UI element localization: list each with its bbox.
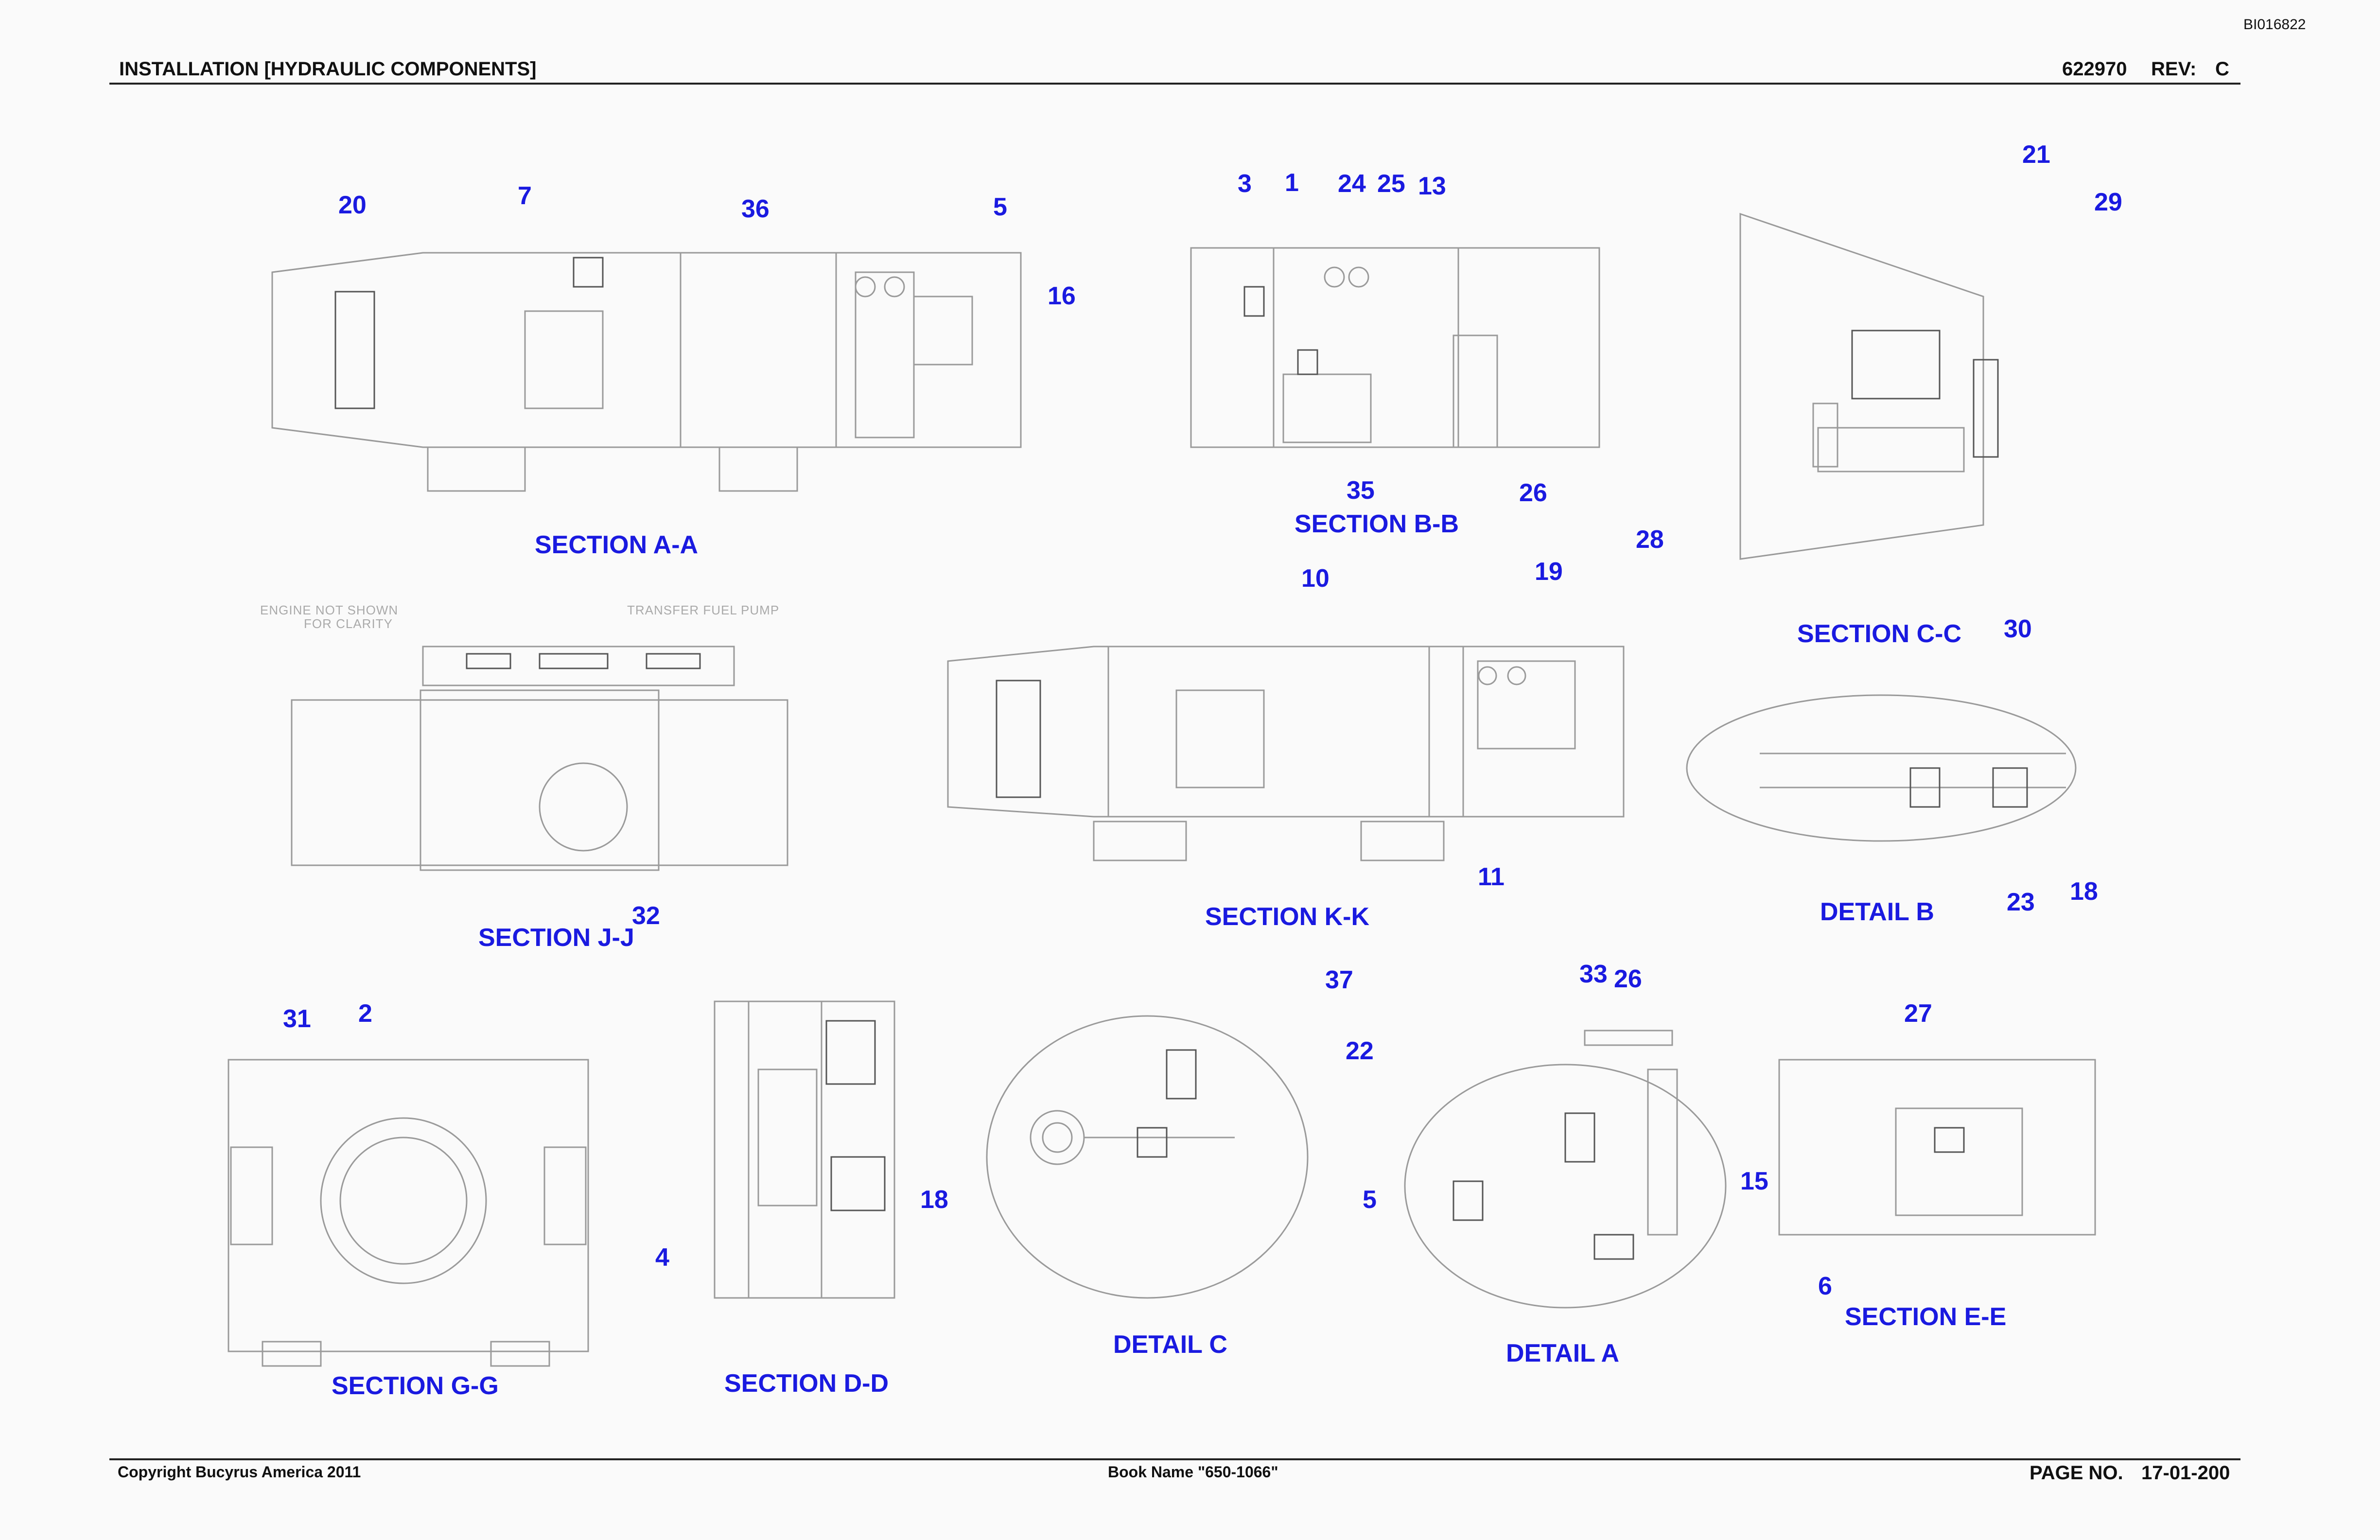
callout-7: 7 [518, 182, 532, 210]
callout-37: 37 [1325, 966, 1353, 994]
book-name: Book Name "650-1066" [1108, 1463, 1278, 1481]
callout-4: 4 [655, 1243, 669, 1272]
drawing-section-ee [1778, 1059, 2096, 1236]
engine-note-line2: FOR CLARITY [304, 616, 393, 631]
page-title: INSTALLATION [HYDRAULIC COMPONENTS] [119, 58, 537, 80]
callout-1: 1 [1285, 169, 1299, 197]
caption-detail-a: DETAIL A [1506, 1339, 1620, 1367]
drawing-detail-b [1686, 694, 2077, 842]
callout-29: 29 [2094, 188, 2122, 216]
callout-15: 15 [1740, 1167, 1768, 1195]
callout-19: 19 [1535, 558, 1563, 586]
engine-note: ENGINE NOT SHOWN [260, 603, 399, 617]
caption-section-kk: SECTION K-K [1205, 903, 1369, 931]
callout-18-section-dd: 18 [920, 1186, 948, 1214]
revision-label: REV: [2151, 58, 2197, 80]
drawing-detail-c [986, 1015, 1309, 1299]
callout-30: 30 [2004, 615, 2032, 643]
callout-36: 36 [741, 195, 770, 223]
callout-16: 16 [1048, 282, 1076, 310]
callout-33: 33 [1579, 960, 1608, 988]
drawing-section-dd [714, 1000, 895, 1299]
callout-22: 22 [1346, 1037, 1374, 1065]
callout-6: 6 [1818, 1272, 1832, 1300]
callout-3: 3 [1238, 170, 1252, 198]
callout-32: 32 [632, 902, 660, 930]
caption-section-jj: SECTION J-J [478, 924, 634, 952]
callout-18-detail-b: 18 [2070, 877, 2098, 906]
caption-section-cc: SECTION C-C [1797, 620, 1961, 648]
drawing-section-jj [291, 646, 788, 871]
header-rule [109, 83, 2240, 85]
callout-5-detail-a: 5 [1363, 1186, 1377, 1214]
drawing-section-gg [228, 1059, 589, 1367]
callout-21: 21 [2022, 140, 2050, 169]
drawing-detail-a [1404, 1030, 1727, 1309]
copyright-text: Copyright Bucyrus America 2011 [118, 1463, 361, 1481]
caption-section-dd: SECTION D-D [724, 1369, 889, 1398]
callout-26: 26 [1519, 479, 1547, 507]
footer-rule [109, 1458, 2240, 1460]
page-number-label: PAGE NO. [2030, 1462, 2123, 1484]
callout-20: 20 [338, 191, 367, 219]
callout-25: 25 [1377, 170, 1405, 198]
document-code: BI016822 [2243, 17, 2306, 33]
caption-section-bb: SECTION B-B [1295, 510, 1459, 538]
callout-35: 35 [1347, 476, 1375, 505]
transfer-pump-note: TRANSFER FUEL PUMP [627, 603, 780, 617]
drawing-section-cc [1739, 212, 1999, 560]
callout-26-detail-a: 26 [1614, 965, 1642, 993]
drawing-section-aa [271, 252, 1022, 492]
callout-31: 31 [283, 1005, 311, 1033]
revision-value: C [2215, 58, 2229, 80]
drawing-section-kk [947, 646, 1625, 861]
caption-section-ee: SECTION E-E [1845, 1303, 2007, 1331]
callout-27: 27 [1904, 999, 1932, 1028]
caption-section-aa: SECTION A-A [535, 531, 699, 559]
caption-detail-b: DETAIL B [1820, 898, 1934, 926]
callout-5: 5 [993, 193, 1007, 221]
callout-11: 11 [1478, 863, 1505, 891]
callout-13: 13 [1418, 172, 1446, 200]
caption-section-gg: SECTION G-G [332, 1372, 499, 1400]
drawing-section-bb [1190, 247, 1600, 448]
page-number-value: 17-01-200 [2141, 1462, 2230, 1484]
callout-24: 24 [1338, 170, 1366, 198]
callout-23: 23 [2007, 888, 2035, 916]
caption-detail-c: DETAIL C [1113, 1330, 1227, 1359]
callout-28: 28 [1636, 525, 1664, 554]
part-number: 622970 [2062, 58, 2127, 80]
callout-10: 10 [1301, 564, 1330, 593]
callout-2: 2 [358, 999, 372, 1028]
